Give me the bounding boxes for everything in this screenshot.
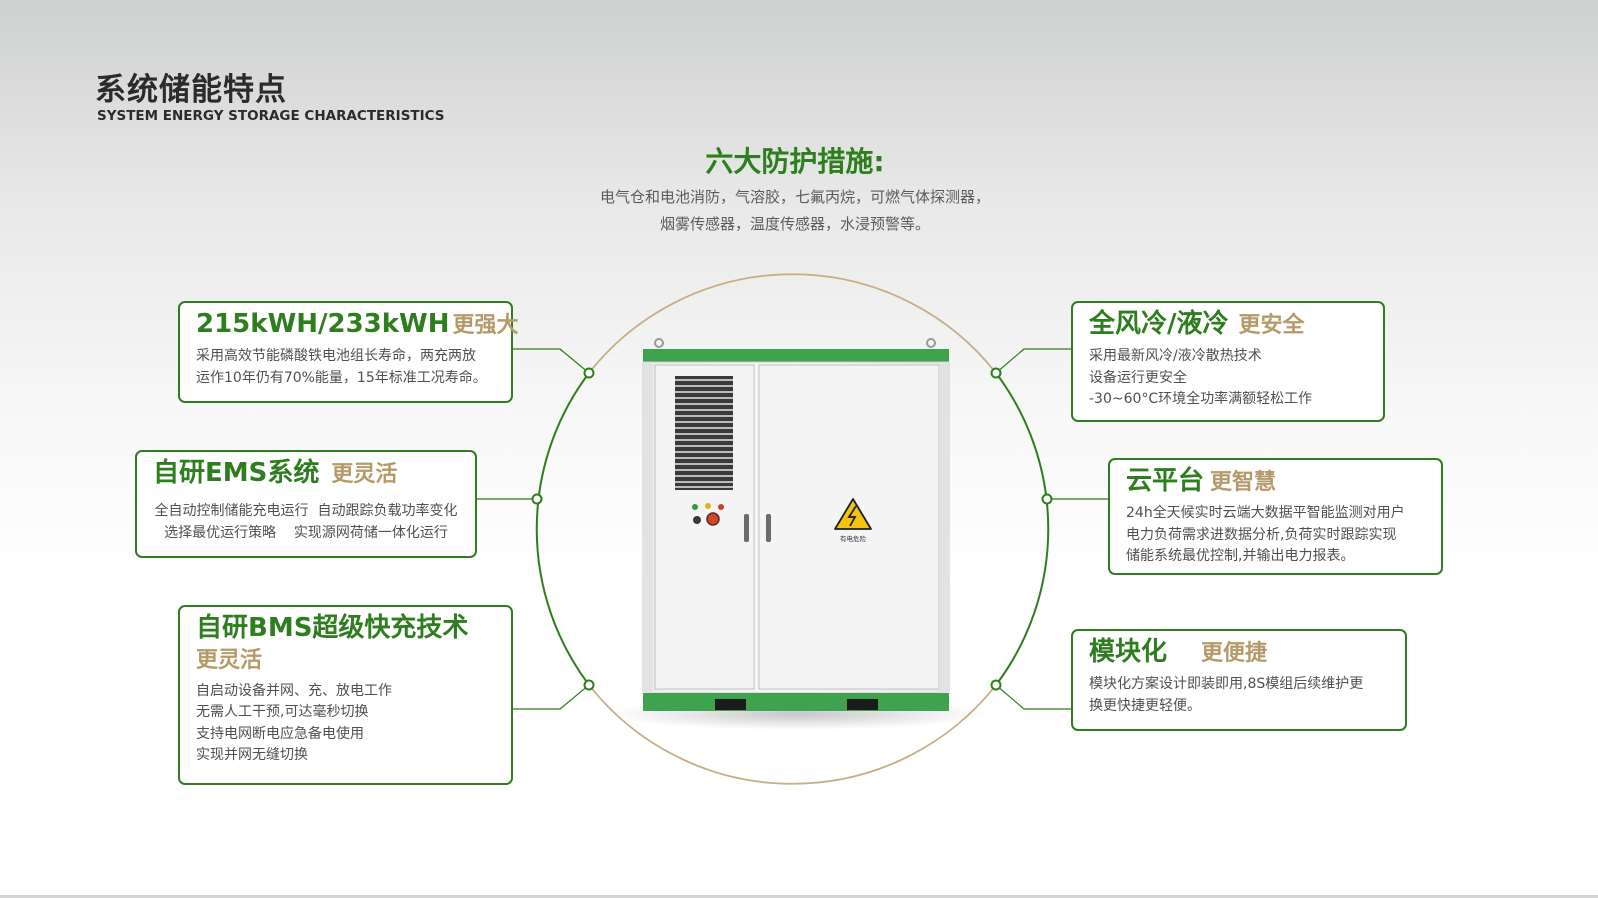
card-cloud-tag: 更智慧 bbox=[1210, 470, 1277, 495]
card-cloud: 云平台更智慧 24h全天候实时云端大数据平智能监测对用户 电力负荷需求进数据分析… bbox=[1108, 458, 1443, 575]
protection-line: 电气仓和电池消防，气溶胶，七氟丙烷，可燃气体探测器， bbox=[599, 188, 990, 206]
ring-arc-left bbox=[535, 372, 590, 686]
card-ems-body: 全自动控制储能充电运行 自动跟踪负载功率变化 选择最优运行策略 实现源网荷储一体… bbox=[153, 501, 459, 544]
bottom-rule bbox=[0, 895, 1598, 898]
card-ems: 自研EMS系统更灵活 全自动控制储能充电运行 自动跟踪负载功率变化 选择最优运行… bbox=[135, 450, 477, 558]
card-cloud-line: 电力负荷需求进数据分析,负荷实时跟踪实现 bbox=[1126, 526, 1397, 543]
card-cloud-body: 24h全天候实时云端大数据平智能监测对用户 电力负荷需求进数据分析,负荷实时跟踪… bbox=[1126, 503, 1425, 568]
control-knob bbox=[693, 516, 701, 524]
connector-bms bbox=[513, 684, 590, 710]
card-capacity-title: 215kWH/233kWH bbox=[196, 309, 450, 339]
card-cooling: 全风冷/液冷更安全 采用最新风冷/液冷散热技术 设备运行更安全 -30~60°C… bbox=[1071, 301, 1385, 422]
indicator-light-yellow bbox=[705, 503, 711, 509]
ventilation-grille bbox=[675, 376, 733, 490]
ring-arc-right bbox=[995, 372, 1050, 686]
card-ems-tag: 更灵活 bbox=[331, 462, 398, 487]
page-subtitle: SYSTEM ENERGY STORAGE CHARACTERISTICS bbox=[97, 108, 445, 124]
warning-label: 有电危险 bbox=[840, 534, 867, 543]
card-cooling-line: 设备运行更安全 bbox=[1089, 369, 1187, 386]
connector-capacity bbox=[513, 348, 590, 374]
indicator-light-red bbox=[718, 504, 724, 510]
card-cooling-line: 采用最新风冷/液冷散热技术 bbox=[1089, 348, 1262, 365]
card-bms-line: 自启动设备并网、充、放电工作 bbox=[196, 682, 392, 699]
card-bms-line: 实现并网无缝切换 bbox=[196, 747, 308, 764]
card-capacity-body: 采用高效节能磷酸铁电池组长寿命，两充两放 运作10年仍有70%能量，15年标准工… bbox=[196, 346, 495, 389]
card-modular-line: 模块化方案设计即装即用,8S模组后续维护更 bbox=[1089, 676, 1364, 693]
card-capacity-line: 采用高效节能磷酸铁电池组长寿命，两充两放 bbox=[196, 348, 476, 365]
page-title: 系统储能特点 bbox=[95, 72, 287, 108]
card-bms-line: 无需人工干预,可达毫秒切换 bbox=[196, 704, 369, 721]
card-cooling-title: 全风冷/液冷 bbox=[1089, 309, 1229, 339]
cabinet-base bbox=[643, 693, 949, 711]
card-ems-line: 全自动控制储能充电运行 自动跟踪负载功率变化 bbox=[154, 503, 458, 520]
card-capacity-line: 运作10年仍有70%能量，15年标准工况寿命。 bbox=[196, 369, 487, 386]
card-capacity-tag: 更强大 bbox=[452, 313, 519, 338]
door-handle-left bbox=[744, 514, 749, 542]
card-bms-head: 自研BMS超级快充技术 更灵活 bbox=[196, 613, 495, 675]
lifting-eye-right bbox=[926, 338, 936, 348]
emergency-stop-button bbox=[706, 512, 720, 526]
ring-node bbox=[990, 679, 1002, 691]
ring-arc-bottom bbox=[588, 684, 997, 785]
energy-storage-cabinet: 有电危险 bbox=[607, 338, 987, 730]
card-modular-title: 模块化 bbox=[1089, 637, 1168, 667]
forklift-slot-right bbox=[847, 699, 878, 710]
right-side-strip bbox=[939, 362, 949, 693]
card-cooling-line: -30~60°C环境全功率满额轻松工作 bbox=[1089, 391, 1313, 408]
card-cooling-body: 采用最新风冷/液冷散热技术 设备运行更安全 -30~60°C环境全功率满额轻松工… bbox=[1089, 346, 1367, 411]
card-modular: 模块化 更便捷 模块化方案设计即装即用,8S模组后续维护更 换更快捷更轻便。 bbox=[1071, 629, 1407, 731]
lightning-icon bbox=[847, 505, 857, 527]
protection-heading: 六大防护措施: bbox=[705, 145, 885, 178]
connector-cooling bbox=[995, 348, 1072, 374]
card-modular-head: 模块化 更便捷 bbox=[1089, 637, 1389, 668]
ring-node bbox=[583, 367, 595, 379]
connector-modular bbox=[995, 684, 1072, 710]
card-cloud-title: 云平台 bbox=[1126, 466, 1205, 496]
ring-node bbox=[990, 367, 1002, 379]
card-bms: 自研BMS超级快充技术 更灵活 自启动设备并网、充、放电工作 无需人工干预,可达… bbox=[178, 605, 513, 785]
door-handle-right bbox=[766, 514, 771, 542]
card-bms-line: 支持电网断电应急备电使用 bbox=[196, 725, 364, 742]
lifting-eye-left bbox=[654, 338, 664, 348]
indicator-light-green bbox=[692, 504, 698, 510]
ring-arc-top bbox=[588, 273, 997, 374]
card-cloud-head: 云平台更智慧 bbox=[1126, 466, 1425, 497]
ring-node bbox=[583, 679, 595, 691]
card-bms-title: 自研BMS超级快充技术 bbox=[196, 613, 469, 643]
ring-node bbox=[1041, 493, 1053, 505]
left-side-strip bbox=[643, 362, 653, 693]
card-cooling-tag: 更安全 bbox=[1238, 313, 1305, 338]
forklift-slot-left bbox=[715, 699, 746, 710]
card-ems-head: 自研EMS系统更灵活 bbox=[153, 458, 459, 489]
protection-line: 烟雾传感器，温度传感器，水浸预警等。 bbox=[659, 215, 930, 233]
card-bms-tag: 更灵活 bbox=[196, 648, 263, 674]
card-ems-title: 自研EMS系统 bbox=[153, 458, 320, 488]
card-cloud-line: 储能系统最优控制,并输出电力报表。 bbox=[1126, 548, 1355, 565]
card-ems-line: 选择最优运行策略 实现源网荷储一体化运行 bbox=[164, 524, 448, 541]
cabinet-top-band bbox=[643, 349, 949, 362]
protection-description: 电气仓和电池消防，气溶胶，七氟丙烷，可燃气体探测器， 烟雾传感器，温度传感器，水… bbox=[520, 184, 1070, 238]
card-modular-body: 模块化方案设计即装即用,8S模组后续维护更 换更快捷更轻便。 bbox=[1089, 674, 1389, 717]
card-bms-body: 自启动设备并网、充、放电工作 无需人工干预,可达毫秒切换 支持电网断电应急备电使… bbox=[196, 681, 495, 767]
card-modular-line: 换更快捷更轻便。 bbox=[1089, 697, 1201, 714]
card-modular-tag: 更便捷 bbox=[1201, 641, 1268, 666]
ring-node bbox=[531, 493, 543, 505]
card-cloud-line: 24h全天候实时云端大数据平智能监测对用户 bbox=[1126, 505, 1405, 522]
card-cooling-head: 全风冷/液冷更安全 bbox=[1089, 309, 1367, 340]
warning-triangle-icon bbox=[834, 498, 872, 530]
